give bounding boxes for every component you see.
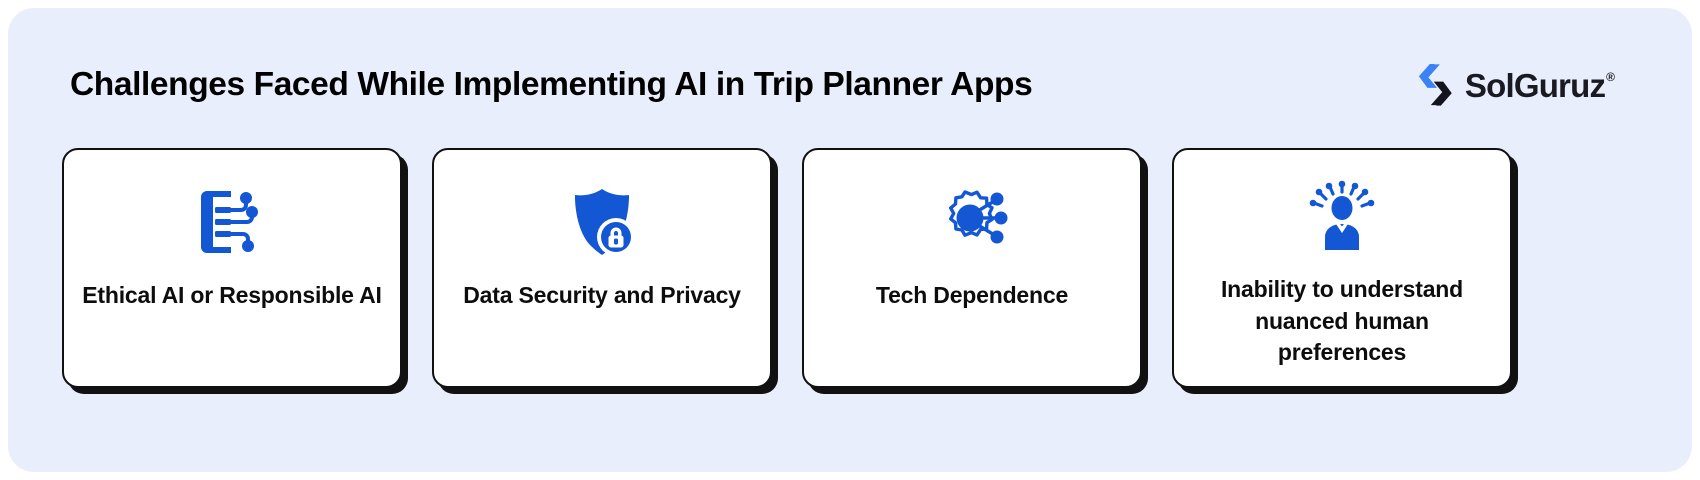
challenge-card[interactable]: Inability to understand nuanced human pr… [1172,148,1512,388]
challenge-card-label: Inability to understand nuanced human pr… [1220,276,1464,366]
challenge-card[interactable]: Ethical AI or Responsible AI [62,148,402,388]
logo-wordmark: SolGuruz ® [1465,69,1615,102]
thinking-person-icon [1303,180,1381,258]
infographic-panel: Challenges Faced While Implementing AI i… [8,8,1692,472]
challenge-card-label: Ethical AI or Responsible AI [82,282,382,308]
challenge-card-label: Tech Dependence [875,282,1069,308]
shield-lock-icon [563,180,641,264]
ethical-ai-document-icon [193,180,271,264]
solguruz-logo-mark [1418,63,1452,106]
registered-trademark-icon: ® [1606,69,1615,84]
challenge-card[interactable]: Tech Dependence [802,148,1142,388]
challenge-card[interactable]: Data Security and Privacy [432,148,772,388]
challenge-card-label: Data Security and Privacy [463,282,741,308]
gear-network-icon [933,180,1011,264]
solguruz-logo: SolGuruz ® [1416,63,1615,107]
logo-text: SolGuruz [1464,66,1606,104]
challenge-card-list: Ethical AI or Responsible AI Data Securi… [62,148,1638,388]
page-title: Challenges Faced While Implementing AI i… [70,65,1033,103]
header: Challenges Faced While Implementing AI i… [8,48,1692,122]
